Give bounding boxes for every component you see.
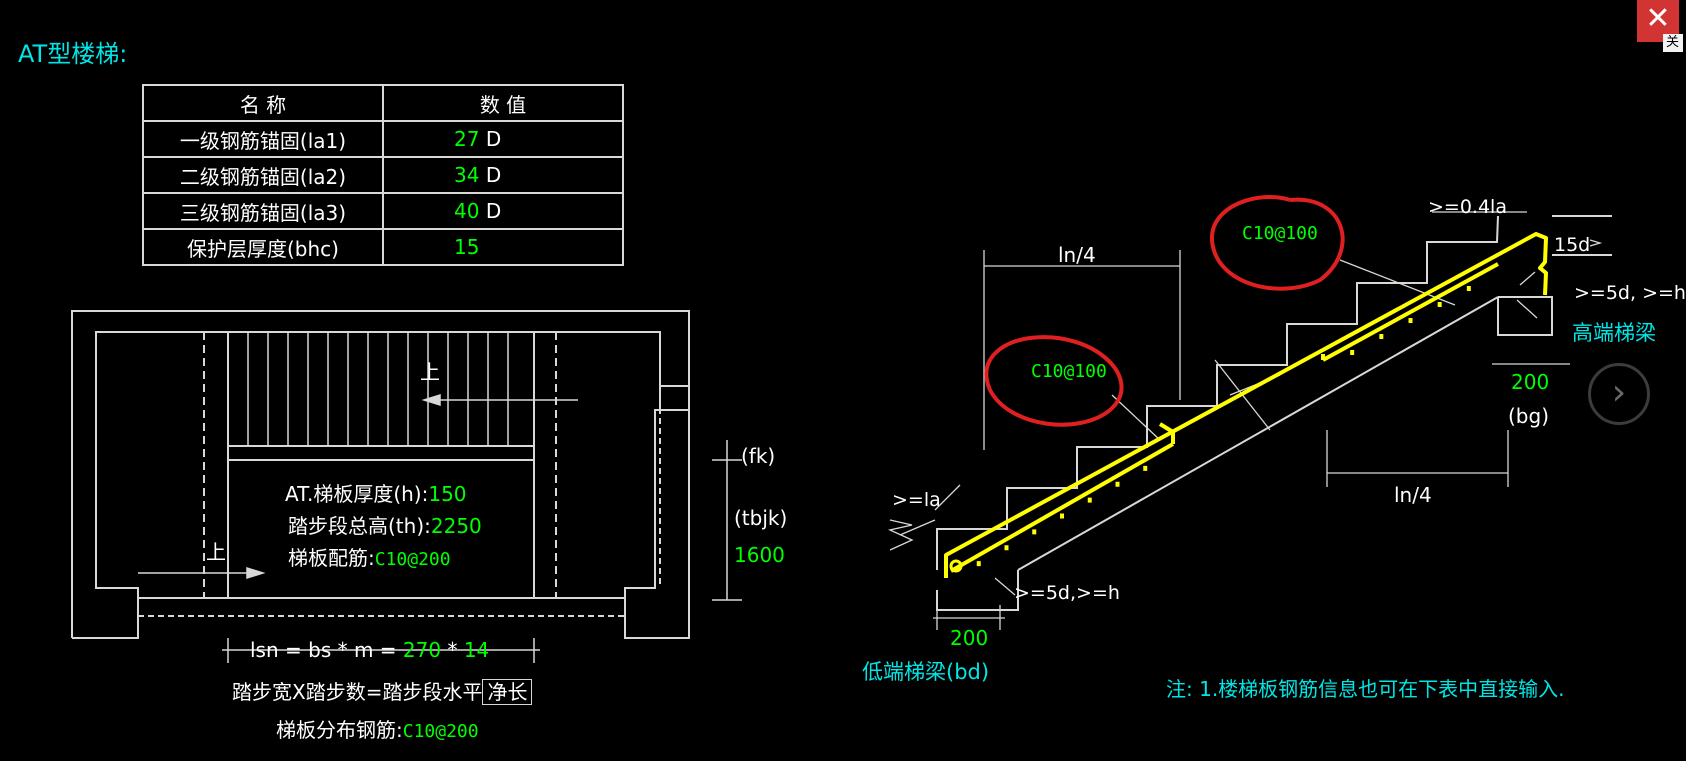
table-row: 三级钢筋锚固(la3) 40 D — [142, 192, 624, 230]
height-value[interactable]: 2250 — [430, 514, 482, 538]
fk-label: (fk) — [741, 444, 776, 468]
row-value-cell[interactable]: 15 — [382, 228, 624, 266]
table-row: 保护层厚度(bhc) 15 — [142, 228, 624, 266]
table-row: 二级钢筋锚固(la2) 34 D — [142, 156, 624, 194]
plan-tread-lines — [227, 332, 509, 446]
row-name: 一级钢筋锚固(la1) — [142, 120, 384, 158]
m-value[interactable]: 14 — [463, 638, 490, 662]
close-tooltip: 关 — [1663, 34, 1683, 52]
plan-dimension-lines — [222, 440, 742, 663]
rebar-dot — [1060, 513, 1064, 519]
rebar-dot — [1115, 481, 1120, 487]
row-name: 保护层厚度(bhc) — [142, 228, 384, 266]
thickness-label: AT.梯板厚度(h):150 — [285, 482, 467, 506]
rebar-dot — [1466, 286, 1471, 291]
lsn-caption: 踏步宽X踏步数=踏步段水平净长 — [232, 679, 533, 705]
rebar-dot — [1350, 350, 1355, 355]
up-label-top: 上 — [420, 360, 440, 384]
rebar-dot — [1408, 318, 1413, 323]
footer-note: 注: 1.楼梯板钢筋信息也可在下表中直接输入. — [1166, 677, 1565, 701]
page-title: AT型楼梯: — [18, 40, 128, 68]
column-header-name: 名 称 — [142, 84, 384, 122]
row-name: 三级钢筋锚固(la3) — [142, 192, 384, 230]
chevron-right-icon: › — [1611, 372, 1627, 413]
close-icon: ✕ — [1645, 1, 1671, 36]
row-value-cell[interactable]: 40 D — [382, 192, 624, 230]
distribution-rebar-value[interactable]: C10@200 — [402, 721, 479, 742]
lsn-formula: lsn = bs * m = 270 * 14 — [250, 638, 490, 662]
rebar-dot — [1087, 497, 1092, 503]
rebar-dot — [1032, 529, 1037, 535]
bs-value[interactable]: 270 — [402, 638, 442, 662]
low-width-value[interactable]: 200 — [950, 626, 989, 650]
high-beam-label: 高端梯梁 — [1572, 321, 1656, 345]
row-unit: D — [485, 163, 502, 187]
plan-outline — [71, 310, 690, 639]
row-value-cell[interactable]: 27 D — [382, 120, 624, 158]
rebar-dot — [1437, 302, 1442, 307]
rebar-dot — [1004, 545, 1009, 551]
next-page-button[interactable]: › — [1588, 363, 1650, 425]
height-label: 踏步段总高(th):2250 — [288, 514, 482, 538]
tbjk-value[interactable]: 1600 — [734, 543, 785, 567]
thickness-value[interactable]: 150 — [428, 482, 467, 506]
hook-5d-high-label: >=5d, >=h — [1574, 282, 1686, 304]
hook-5d-low-label: >=5d,>=h — [1014, 582, 1120, 604]
hook-15d-label: 15d — [1554, 234, 1591, 256]
rebar-value[interactable]: C10@200 — [374, 549, 451, 570]
rebar-dot — [1379, 334, 1384, 339]
row-value: 27 — [454, 127, 480, 151]
anchor-low-label: >=la — [892, 489, 941, 511]
bg-label: (bg) — [1508, 404, 1549, 428]
up-label-bottom: 上 — [206, 540, 226, 564]
row-unit: D — [485, 127, 502, 151]
red-highlight-circles — [984, 194, 1345, 427]
rebar-bottom-label[interactable]: C10@100 — [1031, 361, 1107, 382]
row-value-cell[interactable]: 34 D — [382, 156, 624, 194]
plan-arrows — [138, 393, 578, 580]
caption-boxed: 净长 — [482, 679, 533, 705]
distribution-rebar-label: 梯板分布钢筋:C10@200 — [276, 718, 479, 742]
rebar-lines — [944, 232, 1548, 578]
ln4-bottom-label: ln/4 — [1394, 483, 1432, 507]
row-value: 34 — [454, 163, 480, 187]
break-symbols — [887, 239, 1603, 551]
table-header-row: 名 称 数 值 — [142, 84, 624, 122]
column-header-value: 数 值 — [382, 84, 624, 122]
row-unit: D — [485, 199, 502, 223]
rebar-top-label[interactable]: C10@100 — [1242, 223, 1318, 244]
tbjk-label: (tbjk) — [734, 506, 788, 530]
section-outline — [936, 215, 1612, 611]
rebar-dot — [976, 561, 981, 567]
table-row: 一级钢筋锚固(la1) 27 D — [142, 120, 624, 158]
anchor-top-label: >=0.4la — [1428, 196, 1507, 218]
low-beam-label: 低端梯梁(bd) — [862, 660, 990, 684]
anchorage-table: 名 称 数 值 一级钢筋锚固(la1) 27 D 二级钢筋锚固(la2) 34 … — [142, 84, 624, 266]
row-value: 15 — [454, 235, 480, 259]
ln4-top-label: ln/4 — [1058, 243, 1096, 267]
row-name: 二级钢筋锚固(la2) — [142, 156, 384, 194]
row-value: 40 — [454, 199, 480, 223]
rebar-dot — [1143, 465, 1148, 471]
high-width-value[interactable]: 200 — [1511, 370, 1550, 394]
rebar-label: 梯板配筋:C10@200 — [288, 546, 451, 570]
rebar-distribution-dots — [976, 286, 1471, 567]
